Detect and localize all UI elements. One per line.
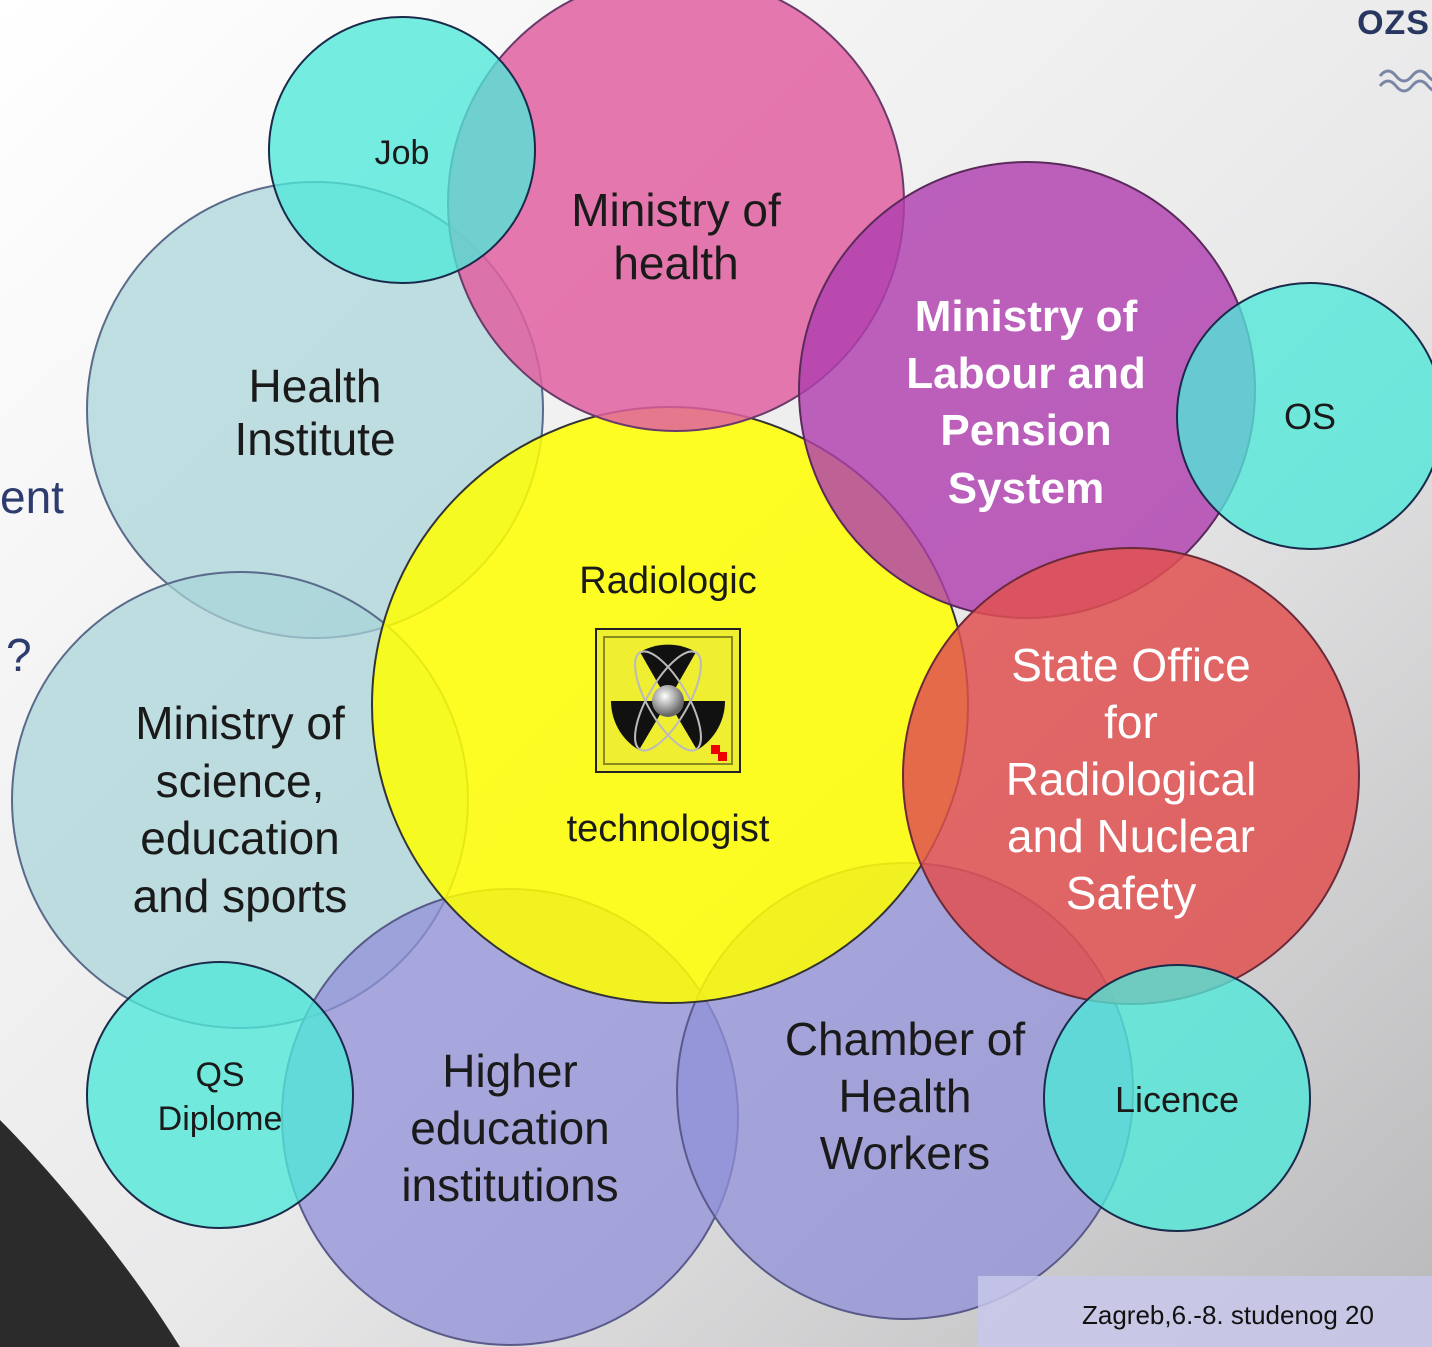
circle-os [1176, 282, 1432, 550]
radiation-icon [595, 628, 741, 773]
label-higher-education: Higher education institutions [401, 1045, 619, 1212]
label-ministry-labour: Ministry of Labour and Pension System [906, 292, 1146, 513]
logo-wave [1378, 69, 1432, 83]
footer-bar: Zagreb,6.-8. studenog 20 [978, 1276, 1432, 1347]
center-label-bottom: technologist [566, 808, 770, 850]
center-label-top: Radiologic [579, 560, 757, 602]
label-os: OS [1283, 396, 1336, 437]
logo-text: OZS [1357, 4, 1430, 42]
side-text-line1: ent [0, 471, 64, 523]
footer-text: Zagreb,6.-8. studenog 20 [1082, 1300, 1374, 1330]
circle-job [268, 16, 536, 284]
circle-qs-diplome [86, 961, 354, 1229]
label-ministry-health: Ministry of health [571, 184, 781, 289]
label-chamber: Chamber of Health Workers [784, 1013, 1026, 1180]
label-state-office: State Office for Radiological and Nuclea… [1005, 639, 1257, 920]
label-licence: Licence [1114, 1079, 1240, 1120]
label-ministry-science: Ministry of science, education and sport… [132, 697, 348, 922]
side-text-line2: ? [6, 629, 32, 681]
circle-licence [1043, 964, 1311, 1232]
label-job: Job [374, 134, 430, 172]
label-health-institute: Health Institute [234, 360, 396, 465]
label-qs-diplome: QS Diplome [157, 1056, 283, 1139]
